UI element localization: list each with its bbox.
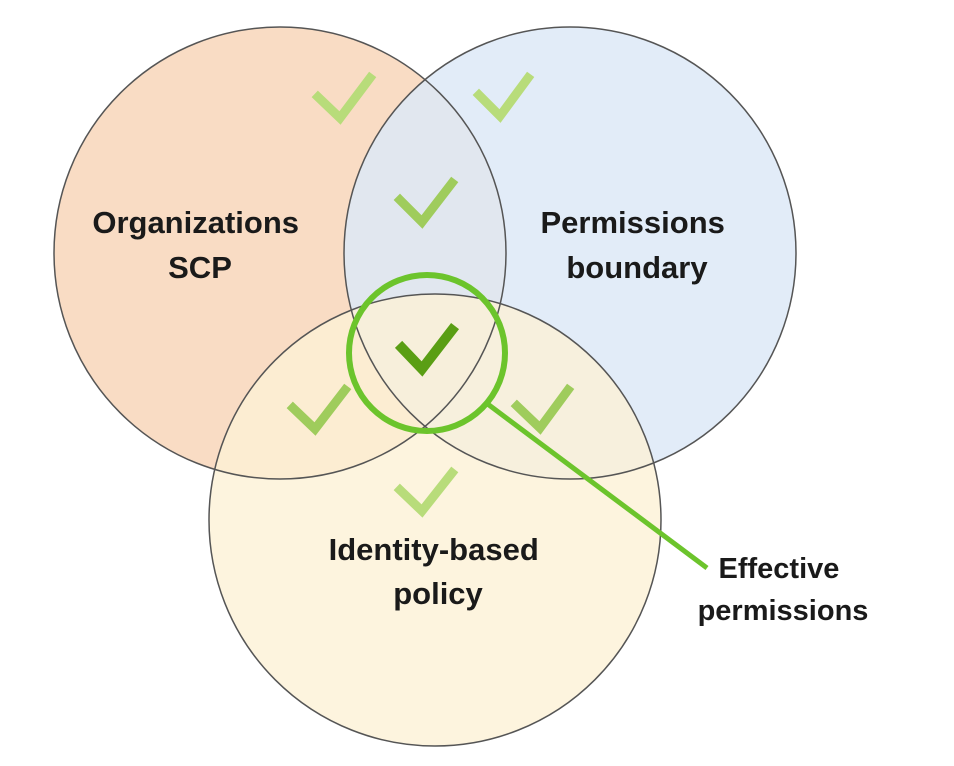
effective-permissions-label: Effective permissions <box>698 553 869 627</box>
organizations-scp-label: Organizations SCP <box>92 205 307 285</box>
check-icon <box>286 383 352 436</box>
check-icon <box>393 176 459 229</box>
identity-based-policy-circle <box>209 294 661 746</box>
identity-based-policy-label: Identity-based policy <box>329 532 548 611</box>
check-icon <box>510 383 575 435</box>
check-icon <box>393 466 459 518</box>
effective-permissions-highlight <box>346 272 508 434</box>
effective-check-icon <box>394 322 460 377</box>
effective-permissions-connector <box>483 399 709 571</box>
check-icon <box>472 71 535 123</box>
permissions-boundary-label: Permissions boundary <box>541 205 734 285</box>
check-icon <box>311 71 377 125</box>
circle-outlines <box>53 26 797 747</box>
